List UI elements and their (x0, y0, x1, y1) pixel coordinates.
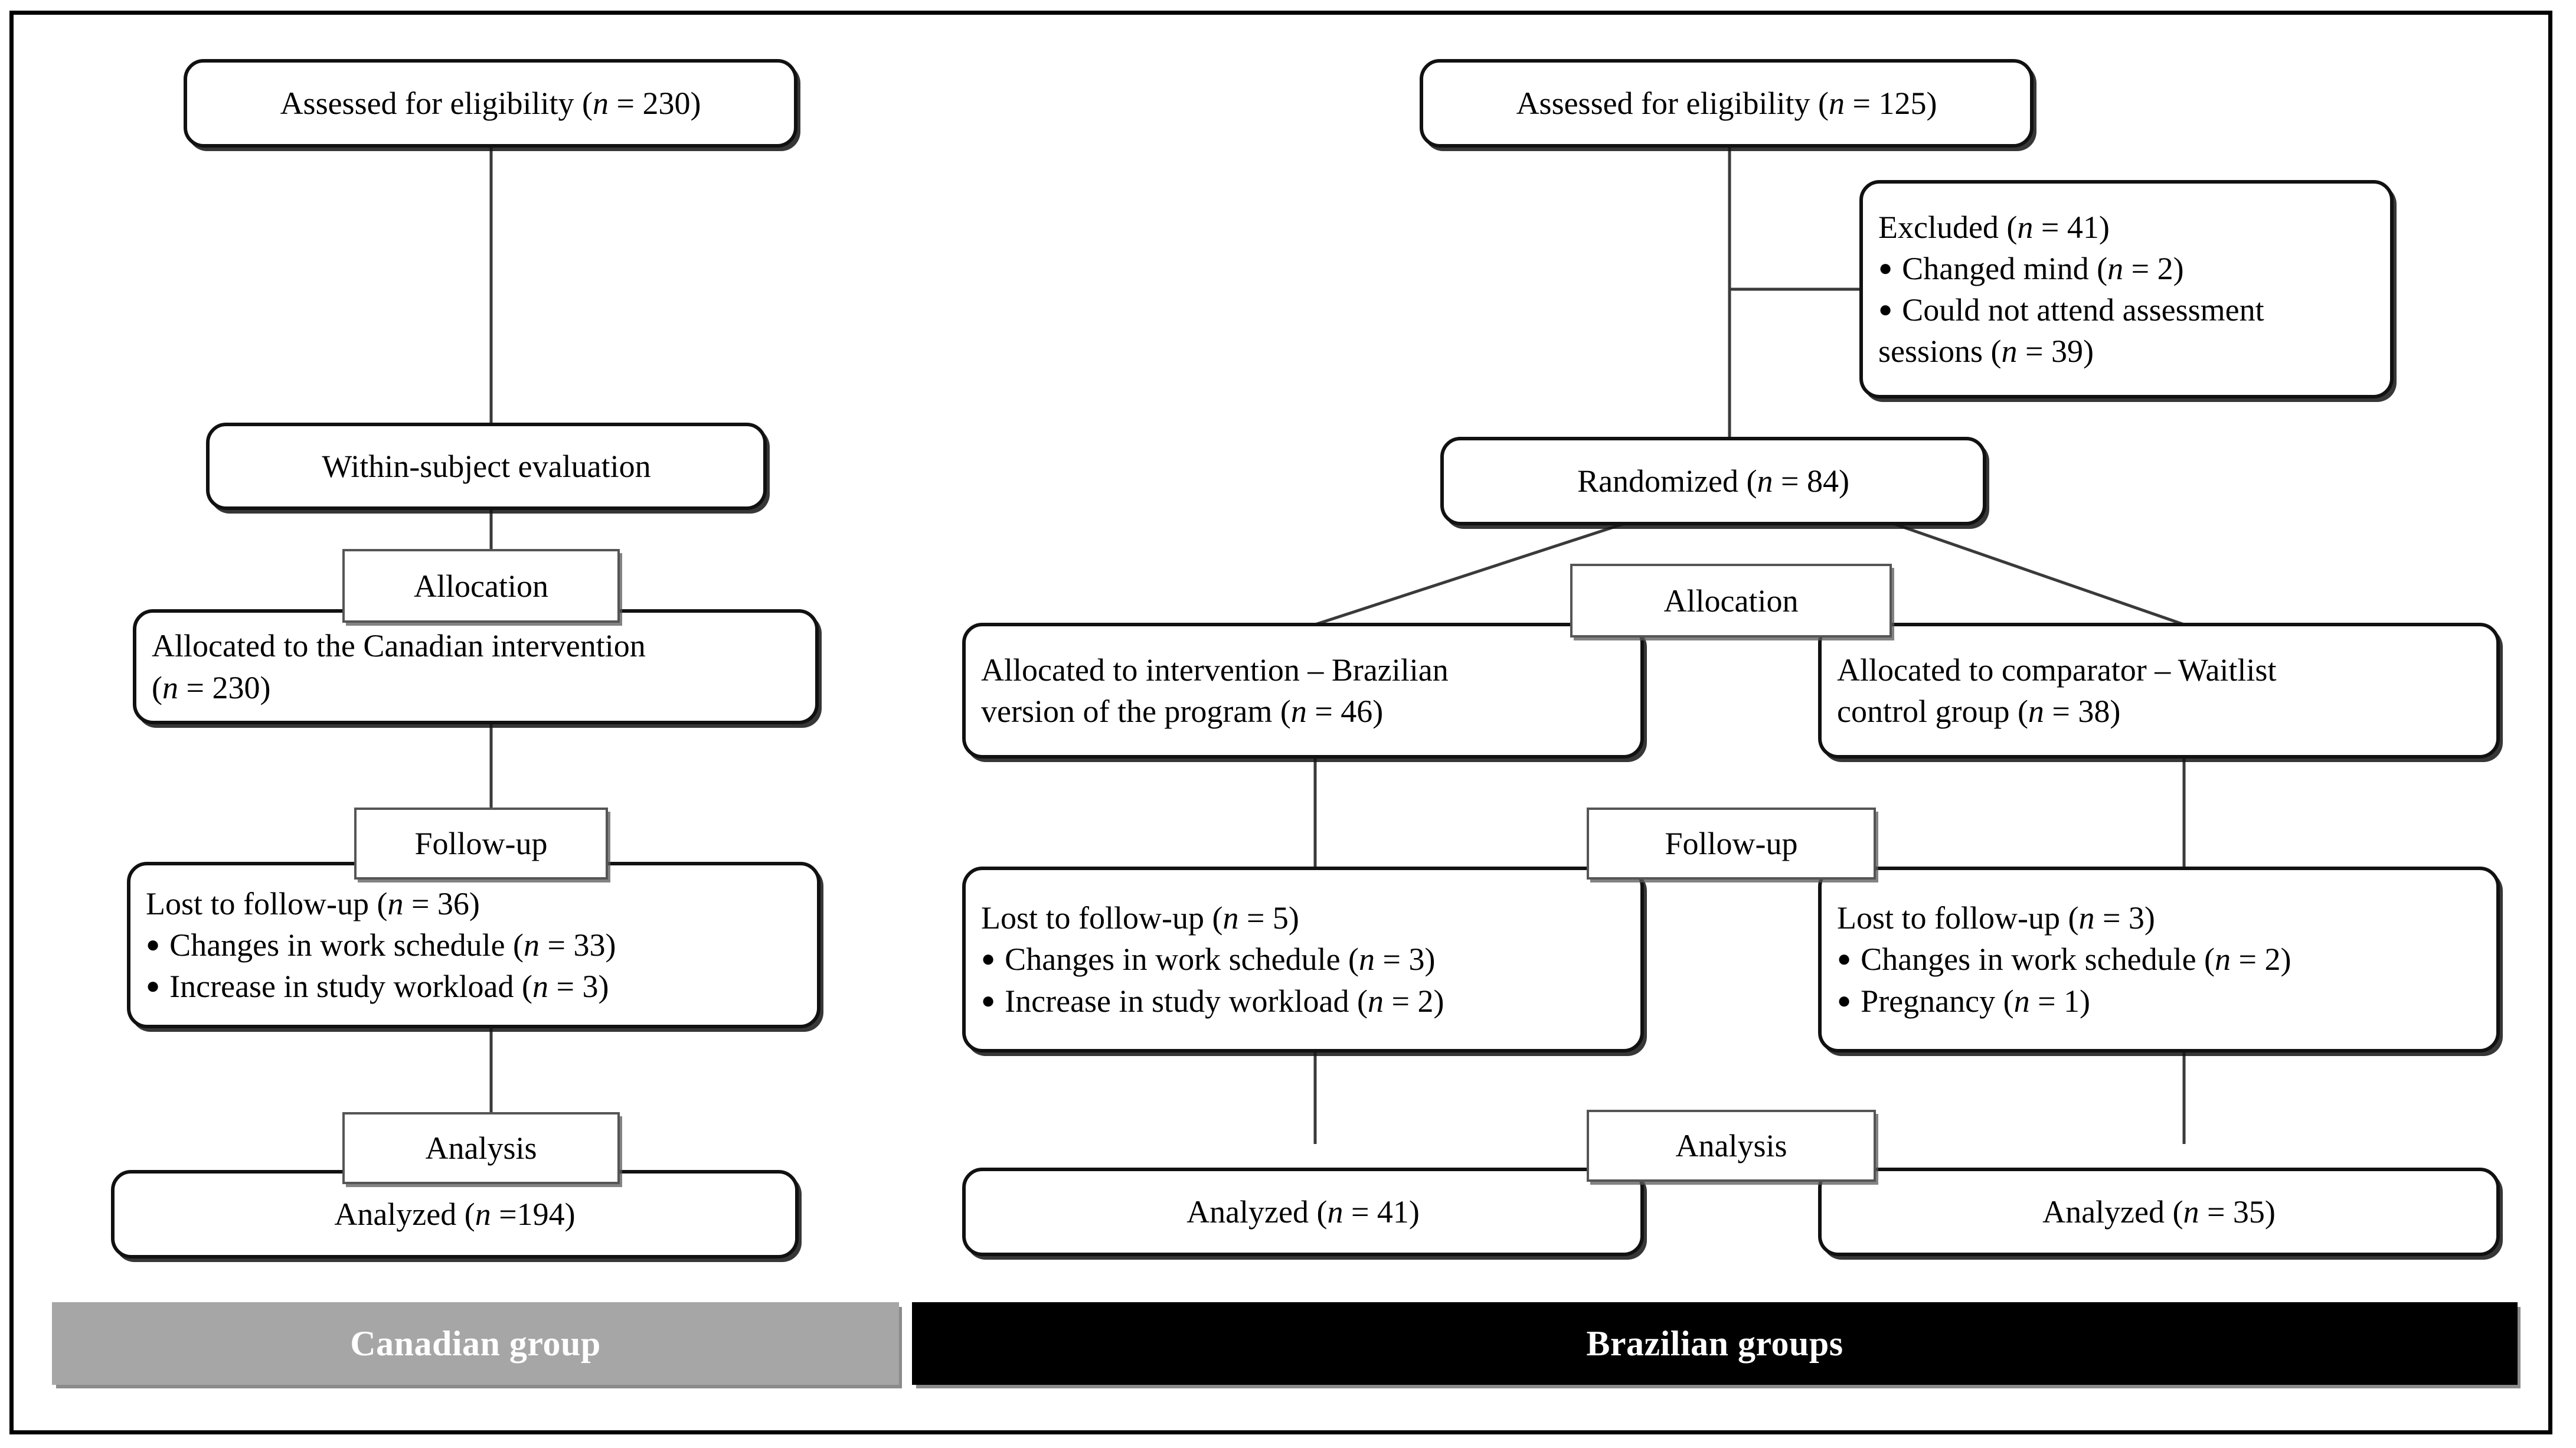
arm1-allocated-line2: version of the program (n = 46) (981, 694, 1384, 729)
box-canadian-within-subject: Within-subject evaluation (206, 423, 767, 510)
brazilian-excluded-item-0: Changed mind (n = 2) (1863, 248, 2390, 289)
brazilian-excluded-wrap: sessions (n = 39) (1878, 334, 2094, 370)
arm1-lost-item-1: Increase in study workload (n = 2) (966, 980, 1640, 1022)
canadian-analyzed-text: Analyzed (n =194) (334, 1196, 576, 1232)
brazilian-excluded-header: Excluded (n = 41) (1878, 209, 2110, 245)
tag-canadian-allocation-label: Allocation (414, 568, 548, 604)
box-canadian-lost-followup: Lost to follow-up (n = 36) Changes in wo… (127, 862, 820, 1028)
box-brazilian-randomized: Randomized (n = 84) (1440, 437, 1986, 525)
canadian-allocated-line2: (n = 230) (152, 669, 271, 705)
canadian-within-subject-text: Within-subject evaluation (322, 448, 651, 484)
box-brazilian-arm2-analyzed: Analyzed (n = 35) (1818, 1168, 2500, 1256)
tag-canadian-followup-label: Follow-up (414, 826, 548, 861)
box-canadian-assessed: Assessed for eligibility (n = 230) (184, 59, 797, 148)
box-brazilian-arm1-analyzed: Analyzed (n = 41) (962, 1168, 1644, 1256)
box-brazilian-arm1-lost: Lost to follow-up (n = 5) Changes in wor… (962, 867, 1644, 1053)
box-brazilian-arm2-lost: Lost to follow-up (n = 3) Changes in wor… (1818, 867, 2500, 1053)
banner-brazilian-label: Brazilian groups (1586, 1323, 1843, 1363)
tag-brazilian-allocation: Allocation (1570, 564, 1892, 638)
tag-brazilian-followup-label: Follow-up (1665, 826, 1798, 861)
box-canadian-analyzed: Analyzed (n =194) (111, 1170, 799, 1259)
brazilian-assessed-text: Assessed for eligibility (n = 125) (1516, 85, 1937, 121)
box-brazilian-excluded: Excluded (n = 41) Changed mind (n = 2) C… (1859, 180, 2394, 398)
box-canadian-allocated: Allocated to the Canadian intervention (… (133, 609, 819, 724)
box-brazilian-arm1-allocated: Allocated to intervention – Brazilian ve… (962, 623, 1644, 759)
arm2-lost-item-0: Changes in work schedule (n = 2) (1822, 939, 2496, 980)
tag-brazilian-allocation-label: Allocation (1663, 583, 1799, 619)
tag-brazilian-analysis: Analysis (1587, 1110, 1876, 1182)
tag-canadian-allocation: Allocation (342, 549, 620, 623)
box-brazilian-assessed: Assessed for eligibility (n = 125) (1420, 59, 2034, 148)
canadian-allocated-line1: Allocated to the Canadian intervention (152, 628, 646, 664)
arm2-analyzed-text: Analyzed (n = 35) (2042, 1194, 2276, 1230)
arm2-lost-item-1: Pregnancy (n = 1) (1822, 980, 2496, 1022)
canadian-lost-header: Lost to follow-up (n = 36) (146, 885, 480, 921)
canadian-lost-item-0: Changes in work schedule (n = 33) (130, 924, 817, 966)
banner-canadian-label: Canadian group (350, 1323, 601, 1363)
arm2-allocated-line2: control group (n = 38) (1837, 694, 2121, 729)
tag-canadian-followup: Follow-up (354, 808, 608, 880)
arm2-lost-header: Lost to follow-up (n = 3) (1837, 900, 2155, 936)
brazilian-randomized-text: Randomized (n = 84) (1577, 463, 1849, 499)
tag-canadian-analysis: Analysis (342, 1112, 620, 1184)
arm1-allocated-line1: Allocated to intervention – Brazilian (981, 652, 1449, 688)
canadian-assessed-text: Assessed for eligibility (n = 230) (280, 85, 701, 121)
arm1-lost-item-0: Changes in work schedule (n = 3) (966, 939, 1640, 980)
tag-brazilian-analysis-label: Analysis (1675, 1128, 1787, 1163)
canadian-lost-item-1: Increase in study workload (n = 3) (130, 966, 817, 1007)
tag-brazilian-followup: Follow-up (1587, 808, 1876, 880)
box-brazilian-arm2-allocated: Allocated to comparator – Waitlist contr… (1818, 623, 2500, 759)
brazilian-excluded-item-1: Could not attend assessment (1863, 289, 2390, 331)
arm1-analyzed-text: Analyzed (n = 41) (1186, 1194, 1420, 1230)
arm1-lost-header: Lost to follow-up (n = 5) (981, 900, 1299, 936)
banner-canadian-group: Canadian group (52, 1302, 899, 1385)
arm2-allocated-line1: Allocated to comparator – Waitlist (1837, 652, 2277, 688)
tag-canadian-analysis-label: Analysis (425, 1130, 537, 1166)
banner-brazilian-groups: Brazilian groups (912, 1302, 2518, 1385)
